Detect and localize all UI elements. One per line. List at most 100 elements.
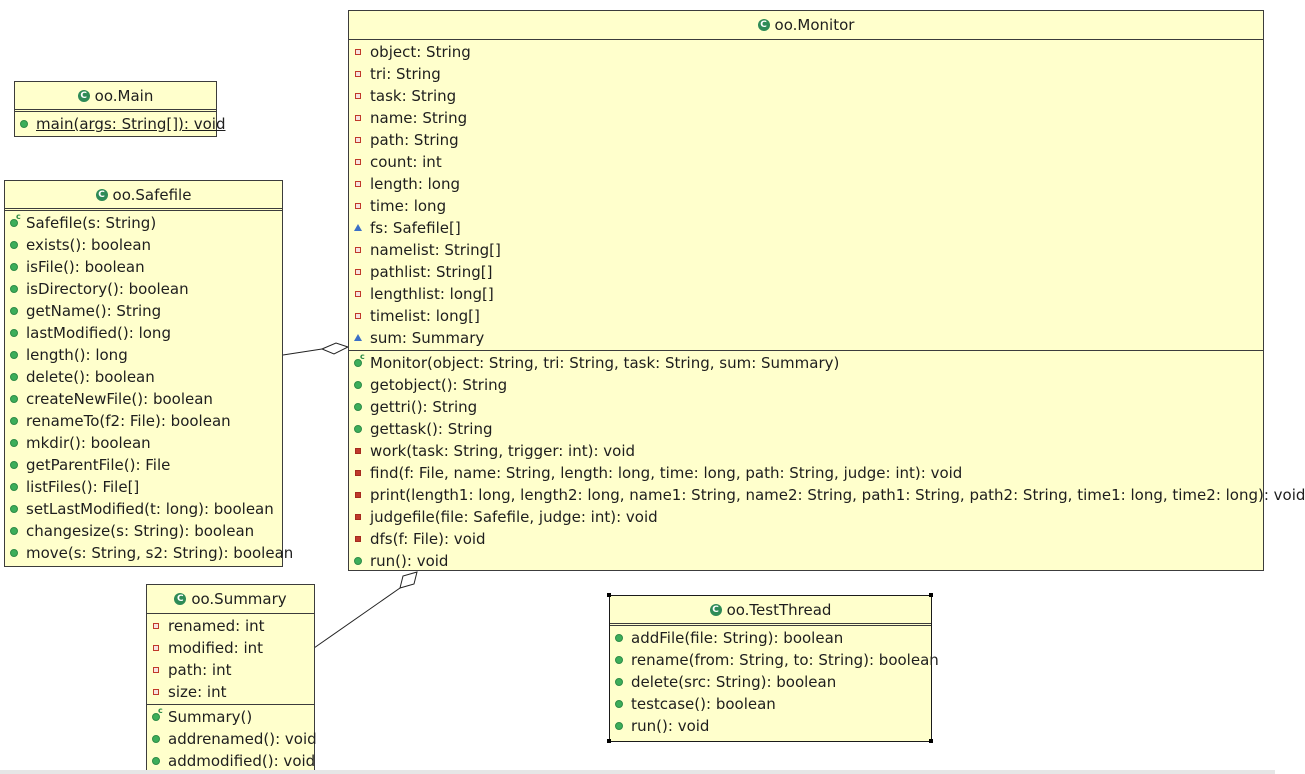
- method-text: gettri(): String: [370, 398, 478, 416]
- private-visibility-icon: [153, 645, 159, 651]
- field-text: task: String: [370, 87, 457, 105]
- method-row[interactable]: print(length1: long, length2: long, name…: [349, 484, 1305, 506]
- field-row[interactable]: modified: int: [147, 637, 314, 659]
- field-row[interactable]: path: int: [147, 659, 314, 681]
- method-text: isDirectory(): boolean: [26, 280, 189, 298]
- method-text: getParentFile(): File: [26, 456, 171, 474]
- selection-handle[interactable]: [929, 593, 933, 597]
- method-row[interactable]: getName(): String: [5, 300, 282, 322]
- method-row[interactable]: run(): void: [349, 550, 1263, 572]
- field-row[interactable]: fs: Safefile[]: [349, 217, 1263, 239]
- method-row[interactable]: length(): long: [5, 344, 282, 366]
- method-row[interactable]: work(task: String, trigger: int): void: [349, 440, 1263, 462]
- class-icon: C: [709, 603, 722, 616]
- method-row[interactable]: run(): void: [610, 715, 931, 737]
- selection-handle[interactable]: [607, 593, 611, 597]
- method-text: setLastModified(t: long): boolean: [26, 500, 274, 518]
- method-row[interactable]: judgefile(file: Safefile, judge: int): v…: [349, 506, 1263, 528]
- field-row[interactable]: sum: Summary: [349, 327, 1263, 349]
- method-row[interactable]: getParentFile(): File: [5, 454, 282, 476]
- method-row[interactable]: renameTo(f2: File): boolean: [5, 410, 282, 432]
- method-row[interactable]: lastModified(): long: [5, 322, 282, 344]
- method-row[interactable]: dfs(f: File): void: [349, 528, 1263, 550]
- field-row[interactable]: lengthlist: long[]: [349, 283, 1263, 305]
- public-visibility-icon: [354, 381, 362, 389]
- method-row[interactable]: testcase(): boolean: [610, 693, 931, 715]
- private-method-icon: [355, 536, 361, 542]
- aggregation-safefile-monitor[interactable]: [282, 348, 323, 356]
- private-visibility-icon: [355, 291, 361, 297]
- field-row[interactable]: tri: String: [349, 63, 1263, 85]
- method-row[interactable]: main(args: String[]): void: [15, 113, 225, 135]
- field-row[interactable]: count: int: [349, 151, 1263, 173]
- field-row[interactable]: namelist: String[]: [349, 239, 1263, 261]
- field-row[interactable]: time: long: [349, 195, 1263, 217]
- selection-handle[interactable]: [607, 739, 611, 743]
- method-text: gettask(): String: [370, 420, 493, 438]
- method-text: addmodified(): void: [168, 752, 316, 770]
- method-text: changesize(s: String): boolean: [26, 522, 255, 540]
- field-row[interactable]: object: String: [349, 41, 1263, 63]
- method-row[interactable]: isFile(): boolean: [5, 256, 282, 278]
- relationship-layer: [282, 342, 418, 649]
- field-row[interactable]: pathlist: String[]: [349, 261, 1263, 283]
- field-row[interactable]: path: String: [349, 129, 1263, 151]
- method-row[interactable]: exists(): boolean: [5, 234, 282, 256]
- method-row[interactable]: mkdir(): boolean: [5, 432, 282, 454]
- method-text: createNewFile(): boolean: [26, 390, 213, 408]
- public-visibility-icon: [10, 263, 18, 271]
- field-row[interactable]: length: long: [349, 173, 1263, 195]
- method-row[interactable]: listFiles(): File[]: [5, 476, 282, 498]
- method-row[interactable]: move(s: String, s2: String): boolean: [5, 542, 293, 564]
- private-method-icon: [355, 470, 361, 476]
- public-visibility-icon: [10, 241, 18, 249]
- field-row[interactable]: task: String: [349, 85, 1263, 107]
- method-row[interactable]: changesize(s: String): boolean: [5, 520, 282, 542]
- public-visibility-icon: [354, 403, 362, 411]
- method-row[interactable]: addFile(file: String): boolean: [610, 627, 931, 649]
- field-text: length: long: [370, 175, 461, 193]
- method-row[interactable]: createNewFile(): boolean: [5, 388, 282, 410]
- method-row[interactable]: addrenamed(): void: [147, 728, 317, 750]
- field-text: namelist: String[]: [370, 241, 501, 259]
- method-row[interactable]: getobject(): String: [349, 374, 1263, 396]
- method-row[interactable]: isDirectory(): boolean: [5, 278, 282, 300]
- selection-handle[interactable]: [929, 739, 933, 743]
- method-row[interactable]: rename(from: String, to: String): boolea…: [610, 649, 939, 671]
- class-icon: C: [757, 18, 770, 31]
- method-row[interactable]: find(f: File, name: String, length: long…: [349, 462, 1263, 484]
- field-text: sum: Summary: [370, 329, 485, 347]
- field-row[interactable]: name: String: [349, 107, 1263, 129]
- method-row[interactable]: addmodified(): void: [147, 750, 316, 772]
- field-row[interactable]: size: int: [147, 681, 314, 703]
- field-text: time: long: [370, 197, 447, 215]
- public-visibility-icon: [10, 549, 18, 557]
- method-row[interactable]: gettri(): String: [349, 396, 1263, 418]
- public-visibility-icon: [10, 329, 18, 337]
- class-icon: C: [77, 89, 90, 102]
- field-row[interactable]: timelist: long[]: [349, 305, 1263, 327]
- method-row[interactable]: gettask(): String: [349, 418, 1263, 440]
- method-row[interactable]: delete(src: String): boolean: [610, 671, 931, 693]
- method-row[interactable]: setLastModified(t: long): boolean: [5, 498, 282, 520]
- field-row[interactable]: renamed: int: [147, 615, 314, 637]
- private-visibility-icon: [355, 93, 361, 99]
- aggregation-diamond-summary: [399, 571, 418, 589]
- field-text: object: String: [370, 43, 471, 61]
- private-visibility-icon: [355, 71, 361, 77]
- public-visibility-icon: [615, 678, 623, 686]
- field-text: path: int: [168, 661, 232, 679]
- field-text: modified: int: [168, 639, 264, 657]
- method-text: rename(from: String, to: String): boolea…: [631, 651, 939, 669]
- aggregation-summary-monitor[interactable]: [313, 587, 401, 649]
- method-row[interactable]: delete(): boolean: [5, 366, 282, 388]
